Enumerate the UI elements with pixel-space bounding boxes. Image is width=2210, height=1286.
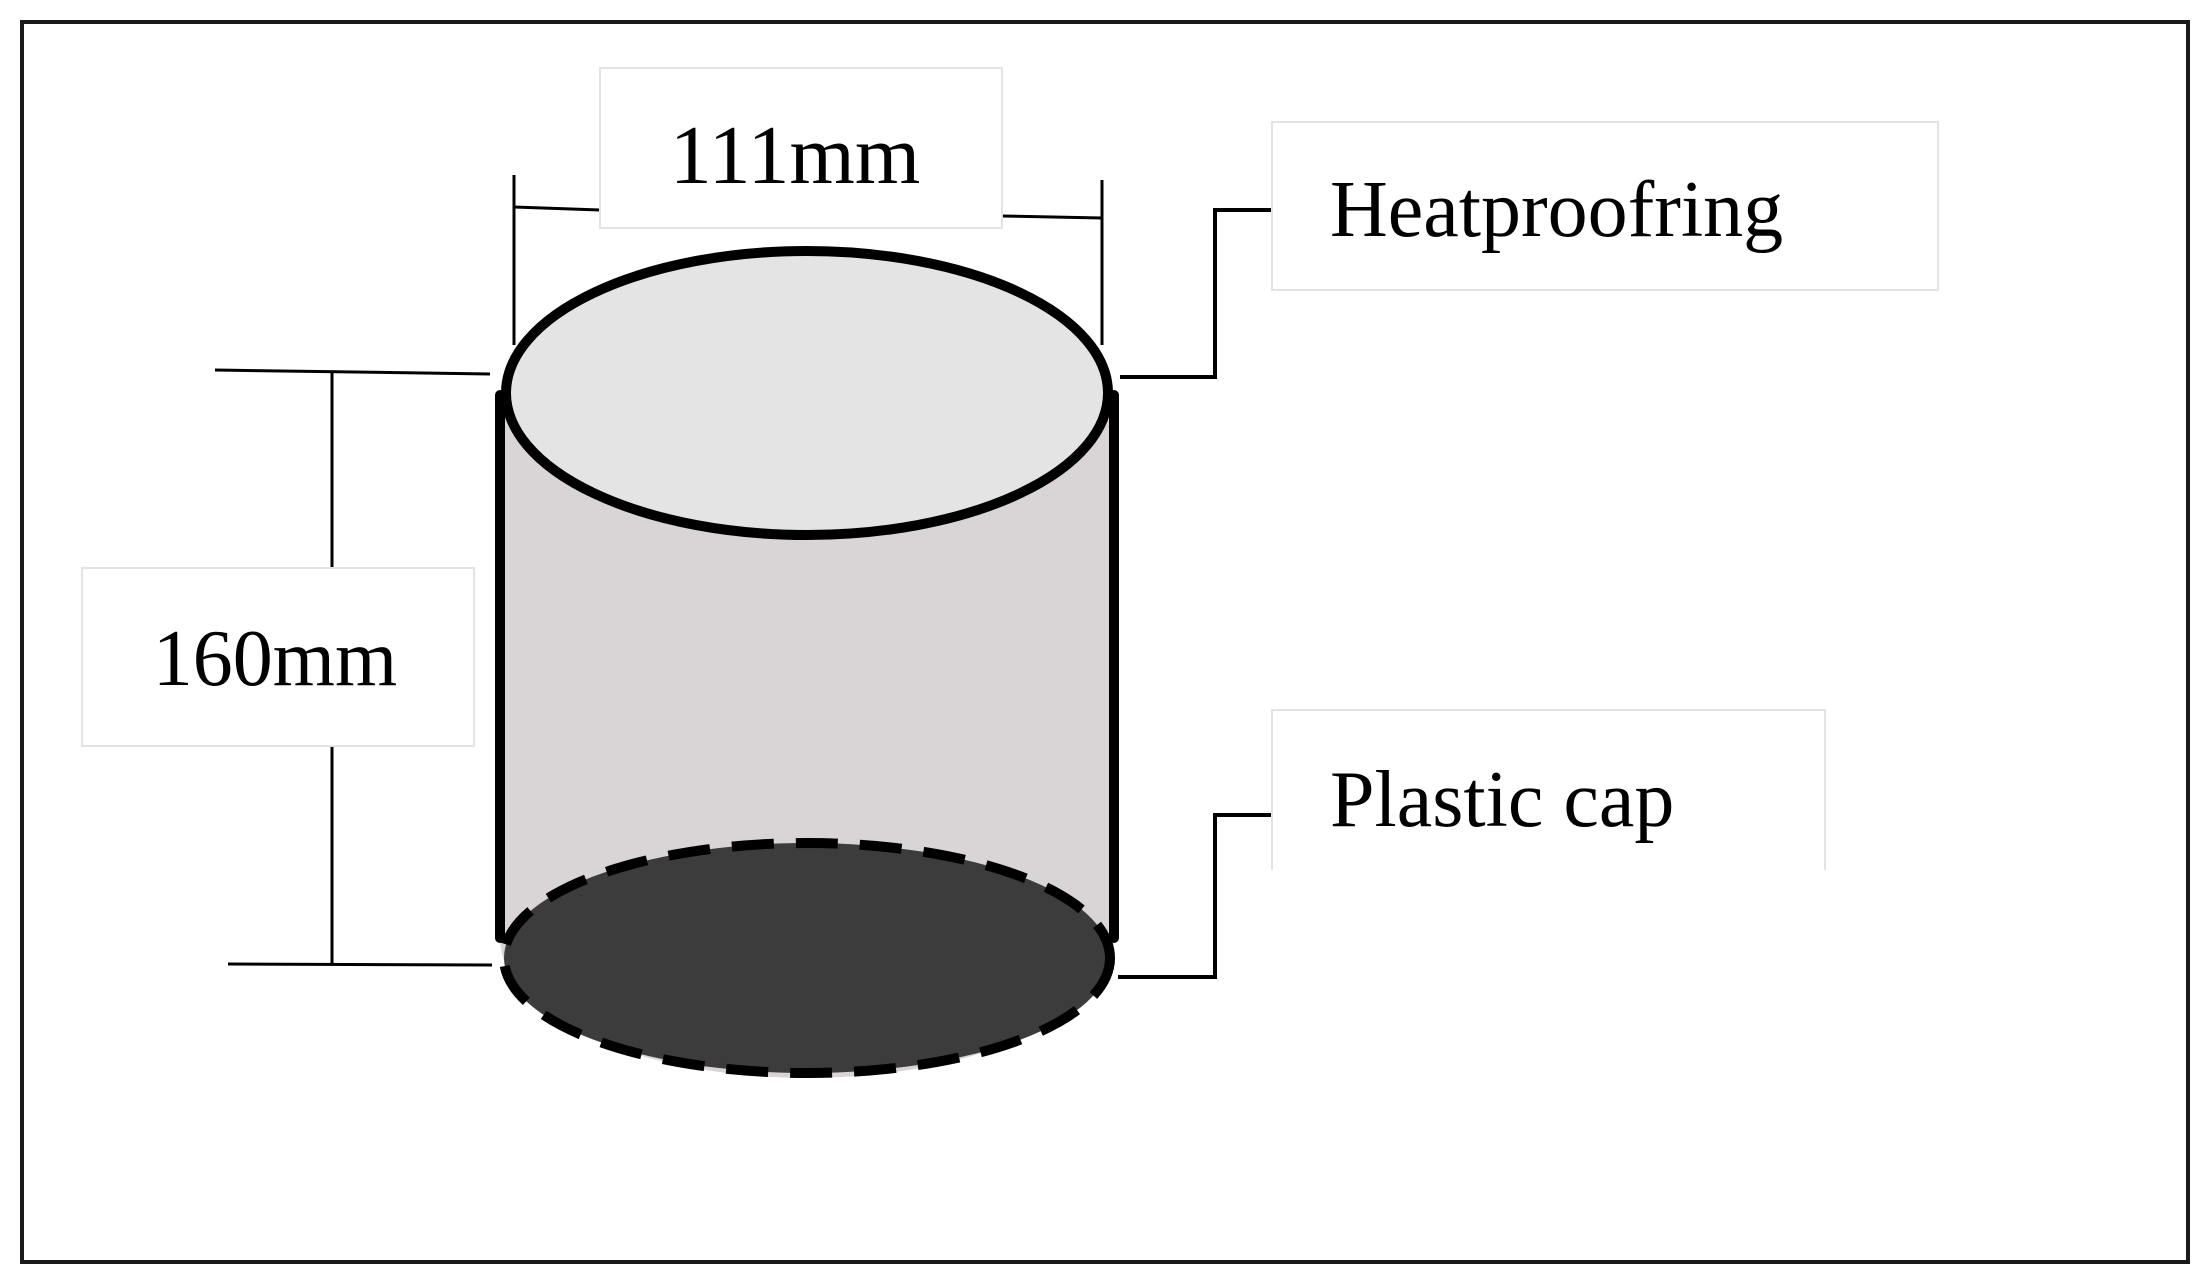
width-dimension-line-right [1001, 214, 1103, 220]
width-label-box [599, 67, 1003, 229]
height-extension-bottom [227, 962, 493, 967]
cylinder-top-face [501, 246, 1113, 540]
cylinder [495, 246, 1119, 1078]
plastic-cap-label: Plastic cap [1330, 756, 1674, 844]
width-dimension [512, 175, 1104, 345]
heatproofring-leader-line [1120, 208, 1272, 379]
plastic-cap-label-box [1271, 709, 1826, 870]
width-label: 111mm [670, 109, 920, 202]
height-label: 160mm [153, 615, 397, 703]
heatproofring-label: Heatproofring [1330, 166, 1783, 254]
height-extension-top [214, 368, 491, 376]
height-label-box [81, 567, 475, 747]
plastic-cap-leader-line [1118, 813, 1272, 979]
cylinder-bottom-face [499, 838, 1115, 1078]
height-dimension [214, 368, 493, 967]
width-dimension-line-left [513, 205, 601, 212]
heatproofring-label-box [1271, 121, 1939, 291]
